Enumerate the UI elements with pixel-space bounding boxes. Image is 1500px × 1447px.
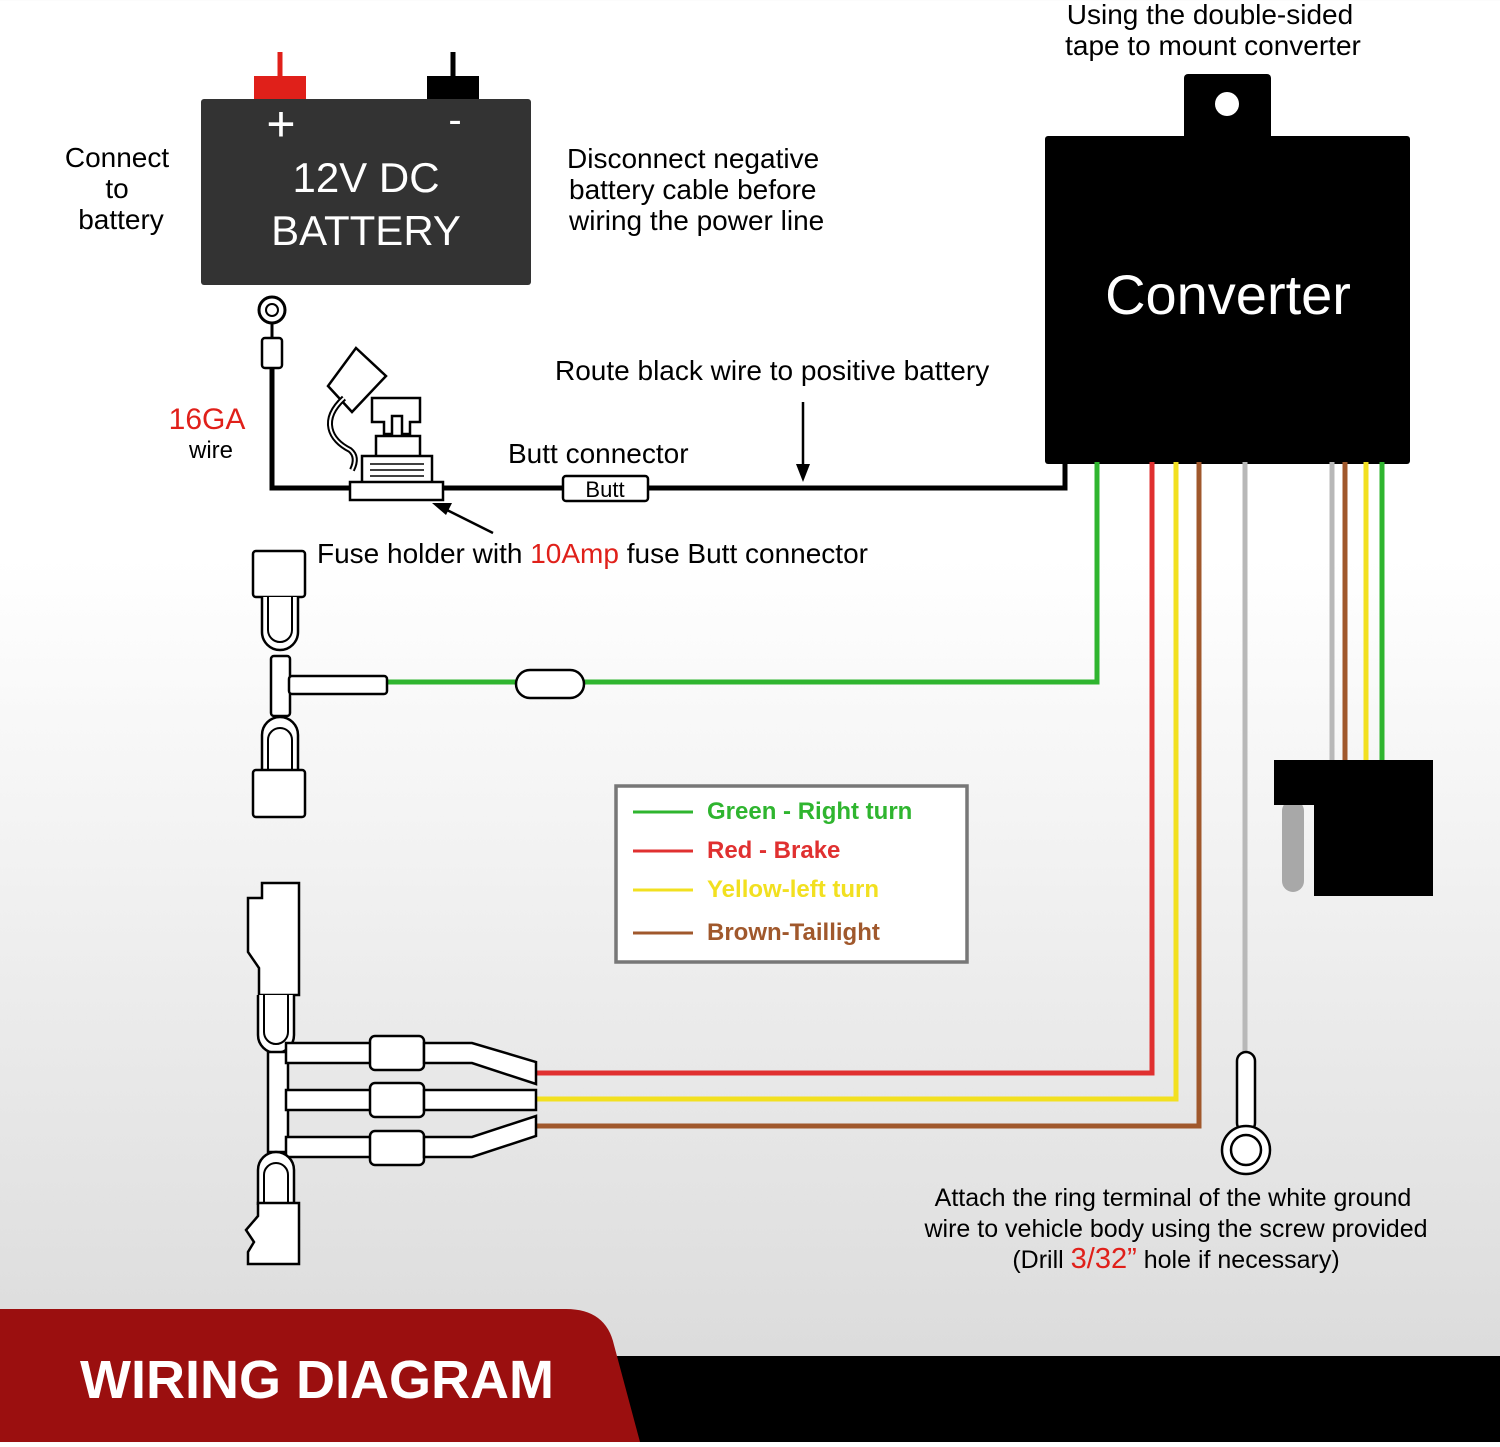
- route-note: Route black wire to positive battery: [555, 355, 989, 386]
- brown-wire: [536, 462, 1202, 1129]
- red-wire: [536, 462, 1155, 1076]
- ground-note-line1: Attach the ring terminal of the white gr…: [935, 1184, 1412, 1212]
- ground-note-line2: wire to vehicle body using the screw pro…: [923, 1215, 1427, 1243]
- converter: Converter: [1045, 74, 1410, 464]
- fuse-holder: [326, 346, 445, 502]
- converter-label: Converter: [1105, 263, 1351, 326]
- tape-note-line2: tape to mount converter: [1065, 30, 1361, 61]
- legend: Green - Right turn Red - Brake Yellow-le…: [614, 784, 969, 964]
- battery-plus-sign: +: [266, 96, 295, 152]
- legend-item-green: Green - Right turn: [707, 798, 912, 825]
- fuse-arrow-head: [432, 503, 452, 515]
- green-wire-connector: [514, 668, 586, 700]
- trailer-plug-body: [1274, 760, 1433, 896]
- fuse-cap: [326, 346, 388, 414]
- legend-item-brown: Brown-Taillight: [707, 919, 880, 946]
- disconnect-note: Disconnect negative battery cable before…: [567, 143, 824, 236]
- battery: + - 12V DC BATTERY: [201, 52, 531, 285]
- disconnect-note-line2: battery cable before: [569, 174, 817, 205]
- fuse-blade: [370, 396, 422, 436]
- connect-note-line2: to: [105, 173, 128, 204]
- gauge-sub-label: wire: [188, 437, 233, 464]
- ground-ring-terminal: [1220, 1050, 1272, 1176]
- ring-terminal-battery-hole: [265, 303, 279, 317]
- ground-note-line3: (Drill 3/32” hole if necessary): [1012, 1243, 1339, 1275]
- butt-connector-yellow: [368, 1081, 426, 1119]
- battery-minus-sign: -: [448, 98, 461, 142]
- disconnect-note-line1: Disconnect negative: [567, 143, 819, 174]
- fuse-note-part1: Fuse holder with: [317, 538, 530, 569]
- butt-connector-red: [368, 1034, 426, 1072]
- yellow-wire: [536, 462, 1179, 1102]
- butt-connector-brown: [368, 1129, 426, 1167]
- t-connector-upper: [251, 549, 389, 819]
- battery-label-voltage: 12V DC: [292, 154, 439, 201]
- trailer-plug-pin: [1282, 800, 1304, 892]
- fuse-amp-value: 10Amp: [530, 538, 619, 569]
- black-wire: [269, 368, 1068, 491]
- fuse-note: Fuse holder with 10Amp fuse Butt connect…: [317, 538, 868, 569]
- ground-note-line3-start: (Drill: [1012, 1246, 1070, 1274]
- footer-red-tab: [0, 1309, 640, 1442]
- disconnect-note-line3: wiring the power line: [568, 205, 824, 236]
- ground-note: Attach the ring terminal of the white gr…: [923, 1184, 1427, 1275]
- tape-note: Using the double-sided tape to mount con…: [1065, 0, 1361, 61]
- battery-label-name: BATTERY: [271, 207, 461, 254]
- ground-note-line3-end: hole if necessary): [1137, 1246, 1340, 1274]
- fuse-arrow-line: [444, 507, 494, 535]
- fuse-note-part2: fuse Butt connector: [619, 538, 868, 569]
- converter-mount-hole: [1215, 92, 1239, 116]
- butt-connector: [561, 474, 650, 503]
- t-connector-lower: [244, 881, 538, 1266]
- route-arrow-head: [796, 464, 810, 482]
- footer-title: WIRING DIAGRAM: [80, 1350, 554, 1410]
- connect-note-line3: battery: [78, 204, 164, 235]
- negative-terminal: [427, 76, 479, 100]
- gauge-label: 16GA: [169, 403, 246, 436]
- positive-terminal: [254, 76, 306, 100]
- power-line: 16GA wire: [169, 295, 1068, 491]
- connect-note-line1: Connect: [65, 142, 170, 173]
- legend-item-red: Red - Brake: [707, 837, 840, 864]
- battery-body: [201, 99, 531, 285]
- butt-connector-label: Butt: [585, 477, 624, 502]
- converter-output-wires: [387, 462, 1385, 1129]
- footer-banner: WIRING DIAGRAM: [0, 1309, 1500, 1442]
- converter-body: [1045, 136, 1410, 464]
- legend-item-yellow: Yellow-left turn: [707, 876, 879, 903]
- crimp-sleeve: [260, 336, 284, 370]
- tape-note-line1: Using the double-sided: [1067, 0, 1353, 30]
- butt-connector-note: Butt connector: [508, 438, 689, 469]
- green-wire: [583, 462, 1100, 685]
- drill-size-value: 3/32”: [1071, 1243, 1137, 1275]
- connect-note: Connect to battery: [65, 142, 170, 235]
- trailer-plug: [1274, 760, 1433, 896]
- fuse-base: [348, 480, 445, 502]
